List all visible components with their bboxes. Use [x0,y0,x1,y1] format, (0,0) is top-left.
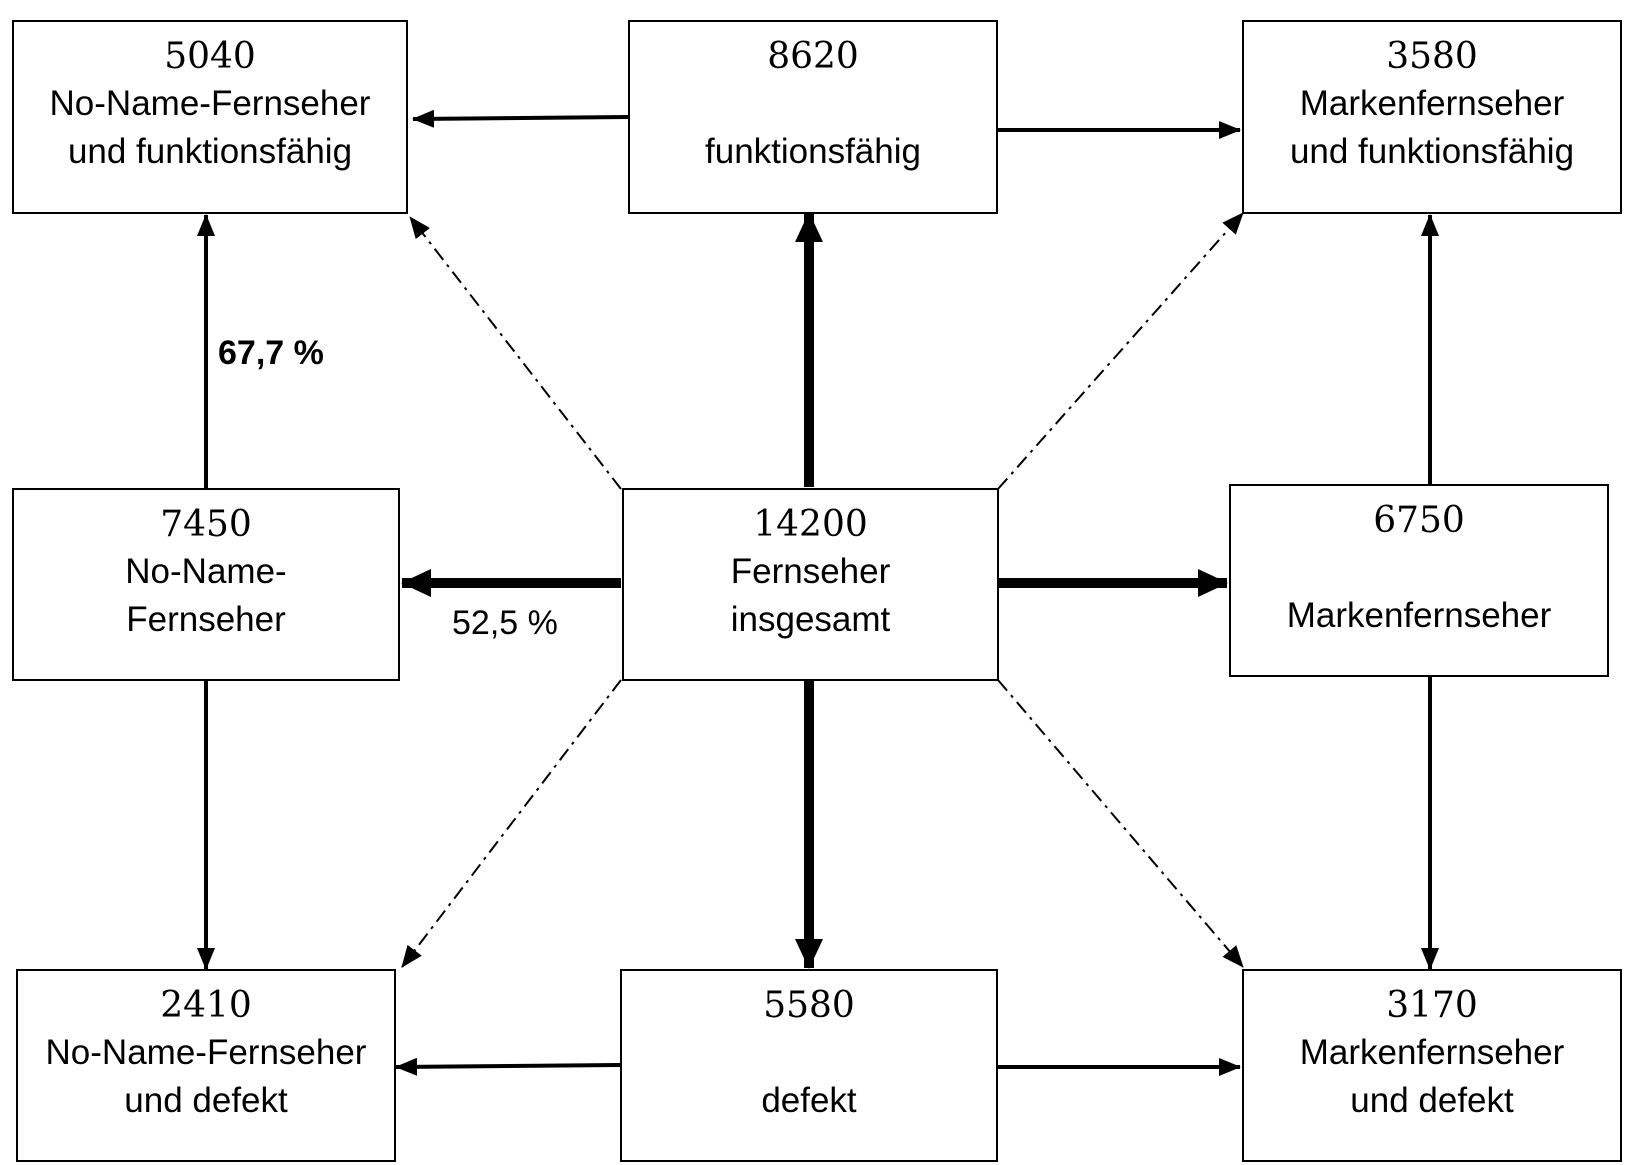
node-noname: 7450 No-Name- Fernseher [12,488,400,681]
node-label: Fernseher [126,600,286,639]
node-noname-funktionsfaehig: 5040 No-Name-Fernseher und funktionsfähi… [12,20,408,214]
node-label: Markenfernseher [1299,84,1565,123]
node-label: und defekt [124,1081,288,1120]
node-count: 5580 [763,985,855,1026]
node-marken-funktionsfaehig: 3580 Markenfernseher und funktionsfähig [1242,20,1622,214]
edge-label-percent-noname: 52,5 % [452,604,558,642]
node-marken: 6750 Markenfernseher [1229,484,1609,677]
node-funktionsfaehig: 8620 funktionsfähig [628,20,998,214]
node-label: No-Name- [125,552,287,591]
node-label: funktionsfähig [705,132,921,171]
node-label: No-Name-Fernseher [45,1033,367,1072]
node-label: Fernseher [730,552,891,591]
node-defekt: 5580 defekt [620,969,998,1162]
node-count: 5040 [164,36,256,77]
dashed-arrow-insgesamt-to-marken-defekt [997,679,1244,968]
arrow-funktionsfaehig-to-noname-funktionsfaehig [412,109,629,128]
node-label: insgesamt [730,600,891,639]
node-label: No-Name-Fernseher [49,84,371,123]
node-count: 3580 [1386,36,1478,77]
node-label: Markenfernseher [1286,596,1552,635]
edge-label-percent-funktionsfaehig: 67,7 % [218,334,324,372]
node-count: 3170 [1386,985,1478,1026]
node-label: und funktionsfähig [67,132,353,171]
node-insgesamt: 14200 Fernseher insgesamt [622,488,999,681]
node-count: 14200 [753,504,868,545]
dashed-arrow-insgesamt-to-marken-funktionsfaehig [997,212,1244,490]
node-label: und defekt [1350,1081,1514,1120]
node-count: 6750 [1373,500,1465,541]
node-label: und funktionsfähig [1289,132,1575,171]
arrow-defekt-to-noname-defekt [395,1057,621,1076]
node-marken-defekt: 3170 Markenfernseher und defekt [1242,969,1622,1162]
node-count: 2410 [160,985,252,1026]
dashed-arrow-insgesamt-to-noname-funktionsfaehig [409,216,622,490]
dashed-arrow-insgesamt-to-noname-defekt [401,679,622,968]
node-count: 7450 [160,504,252,545]
node-label: defekt [761,1081,857,1120]
node-label: Markenfernseher [1299,1033,1565,1072]
node-noname-defekt: 2410 No-Name-Fernseher und defekt [16,969,396,1162]
node-count: 8620 [767,36,859,77]
